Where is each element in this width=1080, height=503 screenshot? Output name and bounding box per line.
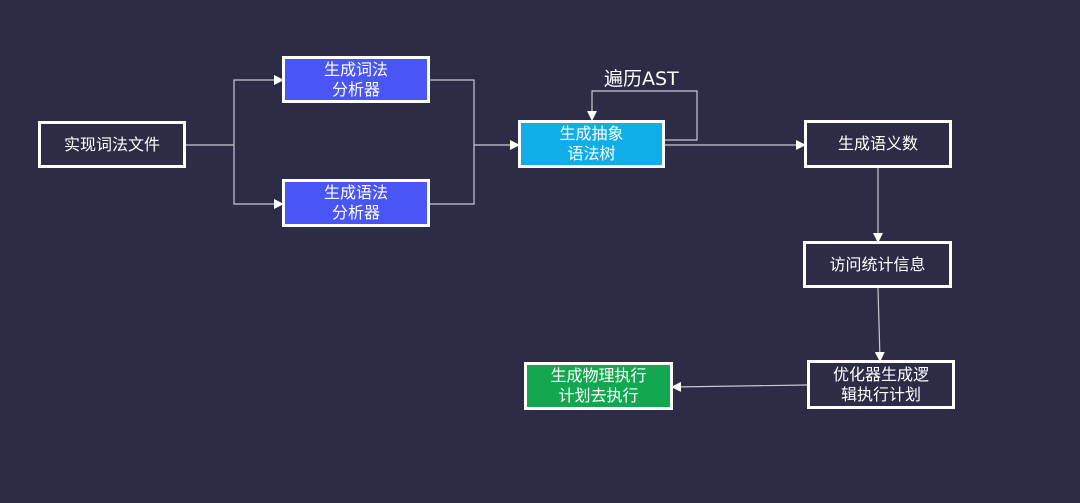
node-impl-lexer-file: 实现词法文件 xyxy=(38,121,186,168)
node-visit-stats: 访问统计信息 xyxy=(803,241,952,288)
edge-traverse-ast-loop xyxy=(587,90,698,141)
edge-lexer-to-join xyxy=(430,79,475,145)
node-physical-plan-label: 生成物理执行 计划去执行 xyxy=(550,366,647,405)
node-optimizer: 优化器生成逻 辑执行计划 xyxy=(807,360,955,409)
traverse-ast-label: 遍历AST xyxy=(604,68,679,90)
edge-parser-to-join xyxy=(430,145,475,205)
node-gen-ast: 生成抽象 语法树 xyxy=(518,120,665,168)
node-gen-lexer: 生成词法 分析器 xyxy=(282,56,430,103)
node-gen-lexer-label: 生成词法 分析器 xyxy=(323,59,388,99)
edge-impl-to-lexer xyxy=(233,75,284,145)
node-gen-semantic-tree-label: 生成语义数 xyxy=(837,134,918,153)
node-physical-plan: 生成物理执行 计划去执行 xyxy=(524,362,673,410)
node-gen-semantic-tree: 生成语义数 xyxy=(804,120,952,168)
edge-impl-to-parser xyxy=(233,145,284,209)
node-optimizer-label: 优化器生成逻 辑执行计划 xyxy=(832,364,929,404)
edge-visit-to-optimizer xyxy=(874,287,885,362)
node-gen-parser-label: 生成语法 分析器 xyxy=(323,183,388,222)
node-gen-parser: 生成语法 分析器 xyxy=(282,179,430,227)
node-gen-ast-label: 生成抽象 语法树 xyxy=(559,124,624,163)
edge-optimizer-to-physical xyxy=(671,381,808,392)
node-visit-stats-label: 访问统计信息 xyxy=(829,254,926,274)
node-impl-lexer-file-label: 实现词法文件 xyxy=(63,134,160,154)
